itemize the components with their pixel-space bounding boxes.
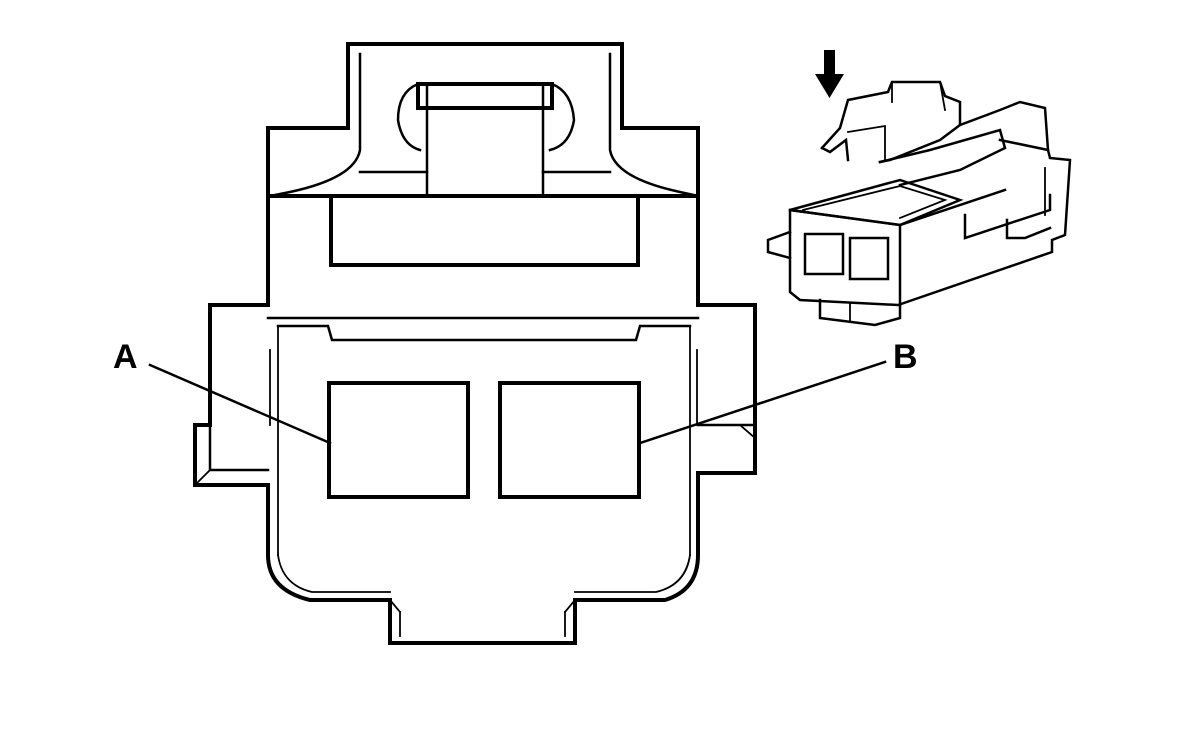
latch-right-curve — [548, 82, 576, 152]
iso-latch-slot — [846, 124, 886, 161]
iso-cavity-b — [848, 236, 890, 281]
iso-latch-ramp — [878, 128, 1007, 187]
latch-right-flank — [608, 52, 700, 198]
left-side-tab-bevel — [193, 468, 212, 487]
iso-side-top-edge — [898, 188, 1007, 227]
right-side-tab-bevel — [738, 423, 757, 440]
iso-latch — [820, 80, 962, 164]
iso-latch-tip — [820, 137, 850, 162]
iso-latch-ridge-2 — [938, 80, 947, 112]
iso-bottom-tab — [818, 298, 902, 327]
callout-a: A — [113, 338, 332, 445]
callout-b: B — [638, 338, 918, 445]
bottom-tab-left-bevel — [388, 598, 402, 614]
cavity-step — [276, 324, 692, 342]
down-arrow-icon — [815, 50, 844, 98]
bottom-left-corner-inner — [276, 553, 391, 593]
bottom-tab-right-bevel — [563, 598, 577, 614]
callout-label-a: A — [113, 338, 138, 376]
left-side-tab — [193, 423, 270, 472]
iso-left-flange — [766, 230, 792, 260]
iso-top-face — [789, 178, 964, 227]
callout-leader-b — [638, 360, 887, 445]
iso-latch-arm — [958, 100, 1050, 152]
latch-recess — [329, 194, 640, 267]
connector-face-view — [193, 42, 757, 645]
callout-leader-a — [148, 363, 332, 445]
iso-side-rail-lower — [1005, 218, 1052, 240]
terminal-cavity-a — [327, 381, 470, 499]
callout-label-b: B — [893, 338, 918, 376]
latch-left-curve — [396, 82, 422, 152]
iso-top-face-inner — [801, 185, 948, 220]
bottom-right-corner-inner — [574, 553, 692, 593]
latch-opening — [416, 82, 554, 110]
housing-outline — [193, 42, 757, 645]
connector-isometric-view — [766, 50, 1072, 327]
latch-left-flank — [268, 52, 362, 198]
iso-body-outline — [788, 138, 1072, 307]
iso-cavity-a — [803, 232, 845, 276]
iso-front-top-edge — [788, 208, 902, 227]
terminal-cavity-b — [498, 381, 641, 499]
